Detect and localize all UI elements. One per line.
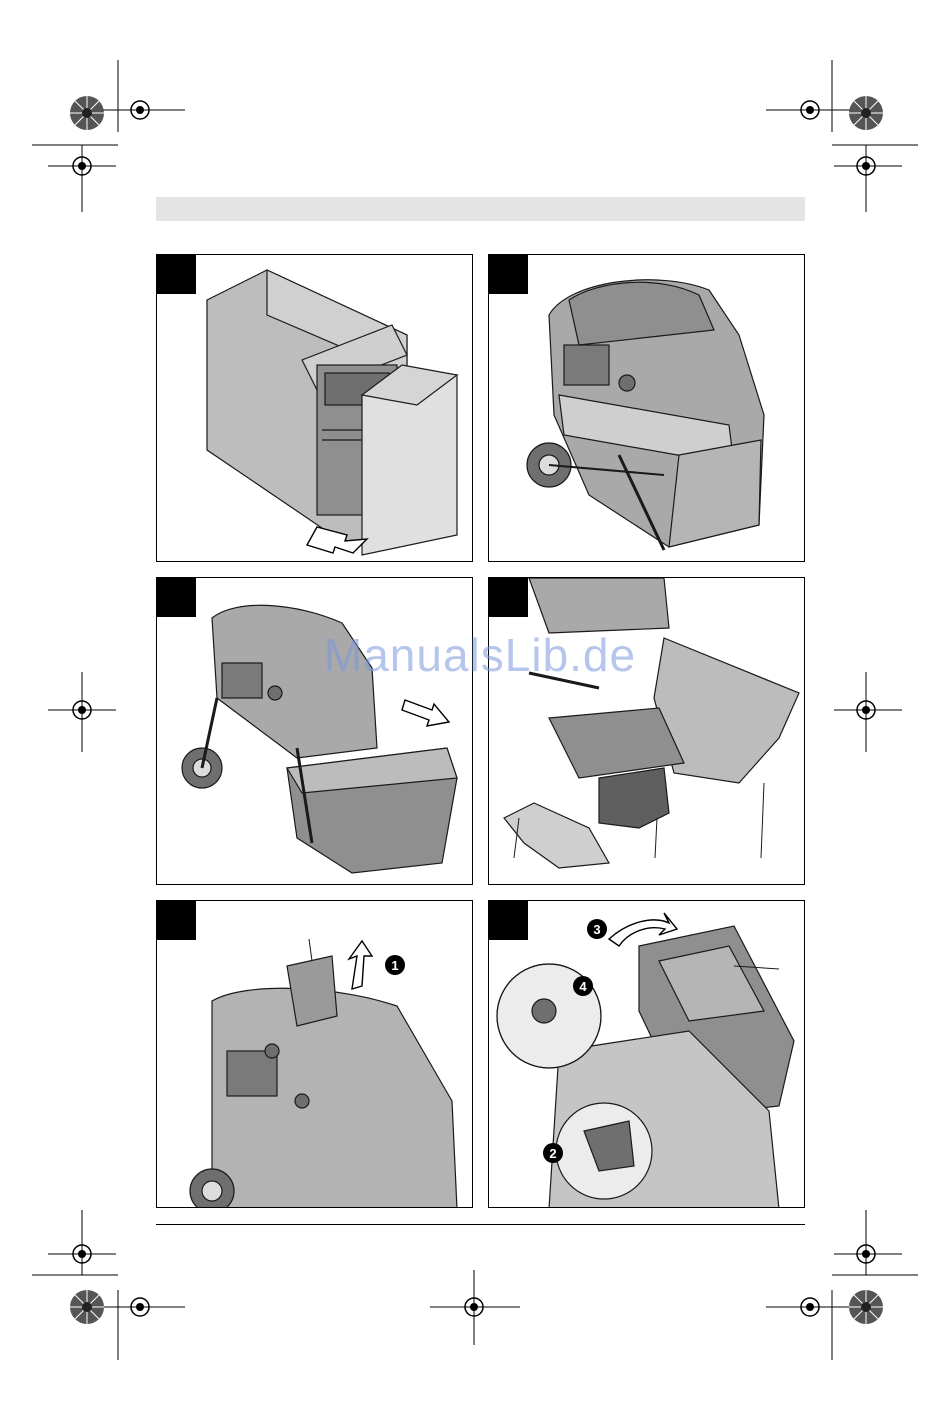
collection-box-illustration: [157, 578, 473, 885]
step-4-label: 4: [579, 979, 587, 994]
step-3-label: 3: [593, 922, 600, 937]
footer-rule: [156, 1224, 805, 1225]
figure-assembled-shredder: [488, 254, 805, 562]
step-1-label: 1: [391, 958, 398, 973]
step-2-label: 2: [549, 1146, 556, 1161]
accessories-illustration: [489, 578, 805, 885]
figure-open-flap: 1: [156, 900, 473, 1208]
open-flap-illustration: 1: [157, 901, 473, 1208]
shredder-illustration: [489, 255, 805, 562]
figure-remove-funnel: 2 3 4: [488, 900, 805, 1208]
header-bar: [156, 197, 805, 221]
figure-unpacking: [156, 254, 473, 562]
watermark-text: ManualsLib.de: [290, 628, 670, 682]
figure-accessories: [488, 577, 805, 885]
unpacking-illustration: [157, 255, 473, 562]
remove-funnel-illustration: 2 3 4: [489, 901, 805, 1208]
figure-remove-collection-box: [156, 577, 473, 885]
